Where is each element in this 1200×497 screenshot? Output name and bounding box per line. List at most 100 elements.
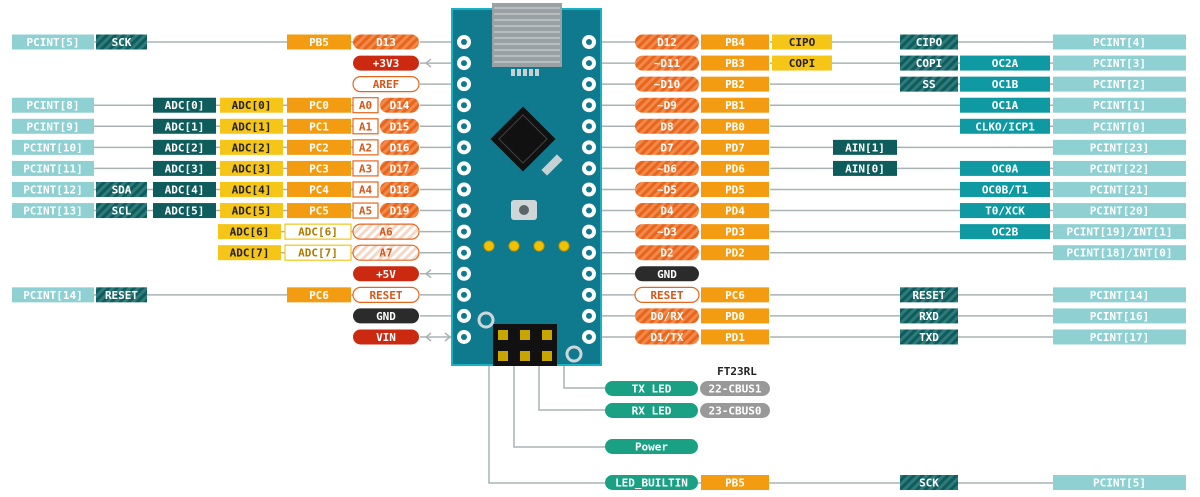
pcint-label-text: PCINT[5] (27, 36, 80, 49)
analog-pin-label-box (352, 118, 379, 135)
header-pin-hole (461, 270, 467, 277)
led-indicator (558, 240, 570, 252)
pcint-label-text: PCINT[18]/INT[0] (1067, 247, 1173, 260)
port-label-text: PC6 (725, 289, 745, 302)
adc-label-text: ADC[3] (232, 162, 272, 175)
timer-label-text: OC2A (992, 57, 1019, 70)
pcint-label-box (12, 203, 94, 219)
led-builtin-label-box (605, 475, 698, 490)
digital-pin-label-text: D16 (390, 141, 410, 154)
mcu-chip (490, 106, 556, 172)
pin-label-box (635, 245, 699, 261)
pcint-label-box (1053, 329, 1186, 345)
pin-label-text: ~D9 (657, 99, 677, 112)
pin-label-box (353, 55, 419, 71)
pin-label-text: D4 (660, 205, 674, 218)
pcint-label-box (1053, 76, 1186, 92)
analog-pin-label-box (352, 160, 379, 177)
port-label-box (701, 203, 769, 219)
function-label-text: TXD (919, 331, 939, 344)
header-pin-hole (586, 186, 592, 193)
power-led-label-box (605, 439, 698, 454)
mcu-chip-outline (498, 114, 548, 164)
pcint-label-text: PCINT[9] (27, 120, 80, 133)
pin-label-box (635, 181, 699, 197)
function-label-text: SS (922, 78, 935, 91)
pin-label-box (353, 34, 419, 50)
adc-label-text: ADC[7] (230, 247, 270, 260)
pcint-label-box (1053, 287, 1186, 303)
port-label-box (701, 181, 769, 197)
port-label-text: PD1 (725, 331, 745, 344)
led-port-label-box (701, 475, 769, 490)
icsp-pin (542, 351, 552, 361)
pcint-label-text: PCINT[2] (1093, 78, 1146, 91)
port-label-text: PB2 (725, 78, 745, 91)
header-pin-hole (461, 249, 467, 256)
header-pin-hole (461, 144, 467, 151)
function-label-text: RESET (912, 289, 945, 302)
digital-pin-label-box (380, 118, 419, 134)
header-pin-hole (461, 291, 467, 298)
adc-label-box (220, 181, 283, 197)
spi-label-text: CIPO (789, 36, 816, 49)
header-pin-hole (461, 39, 467, 45)
port-label-box (287, 118, 351, 134)
pin-label-text: A6 (379, 226, 393, 239)
header-pin-hole (586, 249, 592, 256)
function-label-box (96, 203, 147, 219)
pin-label-text: ~D5 (657, 183, 677, 196)
header-pin-hole (586, 312, 592, 319)
pin-label-box (635, 224, 699, 240)
header-pin-hole (461, 333, 467, 340)
port-label-box (287, 139, 351, 155)
pcint-label-box (12, 118, 94, 134)
pin-label-box (353, 266, 419, 282)
pcint-label-text: PCINT[12] (23, 183, 83, 196)
pin-label-text: VIN (376, 331, 396, 344)
header-pin-hole (586, 123, 592, 130)
port-label-box (287, 181, 351, 197)
function-label-text: CIPO (916, 36, 943, 49)
pin-label-box (635, 97, 699, 113)
pin-label-box (635, 118, 699, 134)
timer-label-text: OC0A (992, 162, 1019, 175)
header-pin-hole (586, 60, 592, 67)
tx-pin-label-text: 22-CBUS1 (709, 383, 762, 396)
pcint-label-box (1053, 181, 1186, 197)
pin-label-text: +5V (376, 268, 396, 281)
pin-label-box (352, 286, 420, 303)
timer-label-box (960, 76, 1050, 92)
function-label-box (900, 308, 958, 324)
header-pin-hole (586, 81, 592, 88)
adc-label-box (220, 139, 283, 155)
port-label-text: PC6 (309, 289, 329, 302)
pcint-label-box (12, 160, 94, 176)
spi-label-text: COPI (789, 57, 816, 70)
port-label-text: PB3 (725, 57, 745, 70)
adc-channel-label-text: ADC[4] (165, 183, 205, 196)
adc-alt-label-box (284, 223, 352, 240)
adc-alt-label-text: ADC[7] (298, 247, 338, 260)
pcint-label-text: PCINT[21] (1090, 183, 1150, 196)
analog-pin-label-box (352, 202, 379, 219)
analog-pin-label-text: A0 (359, 99, 372, 112)
function-label-text: RESET (105, 289, 138, 302)
pin-label-box (635, 55, 699, 71)
pcint-label-text: PCINT[1] (1093, 99, 1146, 112)
usb-pin (523, 69, 527, 76)
arduino-nano-board (451, 3, 602, 366)
port-label-box (287, 34, 351, 50)
digital-pin-label-text: D15 (390, 120, 410, 133)
pin-label-text: RESET (650, 289, 683, 302)
led-indicator (533, 240, 545, 252)
function-label-box (96, 287, 147, 303)
pcint-label-box (12, 34, 94, 50)
usb-connector (492, 3, 562, 67)
pcint-label-text: PCINT[16] (1090, 310, 1150, 323)
pin-label-text: GND (657, 268, 677, 281)
adc-label-box (220, 118, 283, 134)
pcint-label-box (1053, 160, 1186, 176)
pin-label-box (635, 266, 699, 282)
